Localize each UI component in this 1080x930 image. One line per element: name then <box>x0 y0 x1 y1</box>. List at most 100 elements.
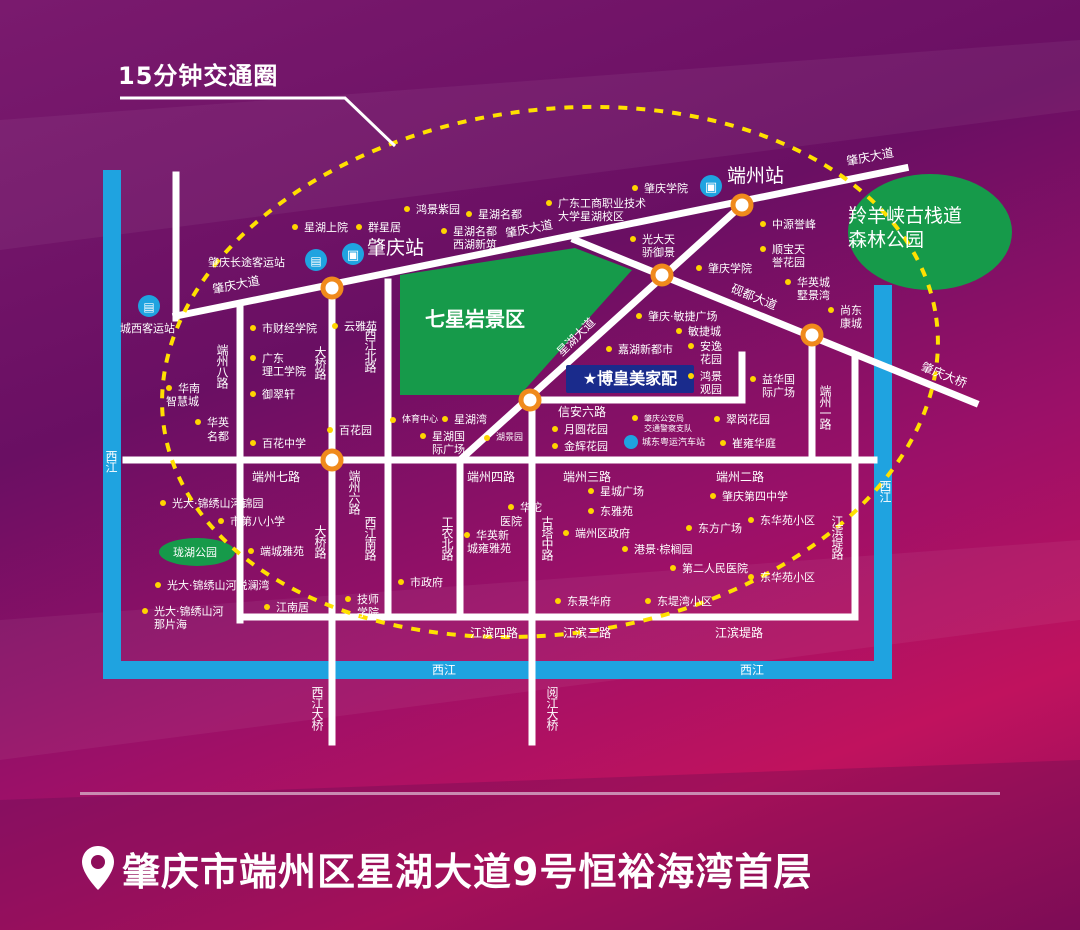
svg-text:▤: ▤ <box>310 254 321 268</box>
bus-icon-changtu <box>305 249 327 271</box>
poi: 华南 <box>166 382 200 395</box>
poi: 医院 <box>500 515 522 528</box>
poi: 誉花园 <box>772 256 805 269</box>
poi: 群星居 <box>356 221 401 234</box>
poi: 端州区政府 <box>563 527 630 540</box>
address-text: 肇庆市端州区星湖大道9号恒裕海湾首层 <box>122 849 813 894</box>
poi: 湖景园 <box>484 432 523 445</box>
poi: 鸿景紫园 <box>404 203 460 216</box>
poi: 名都 <box>207 430 229 443</box>
station-changtu: 肇庆长途客运站 <box>208 256 285 269</box>
road-label-xijiang-nan: 西江南路 <box>363 516 377 560</box>
road-label-gongnong: 工农北路 <box>440 516 454 560</box>
poi: 东雅苑 <box>588 505 633 518</box>
poi: 云雅苑 <box>332 320 377 333</box>
station-duanzhou: 端州站 <box>727 165 785 187</box>
poi: 华佗 <box>508 501 542 514</box>
area-yangyangxia-2: 森林公园 <box>848 229 925 251</box>
poi: 金辉花园 <box>552 440 608 453</box>
location-pin-icon <box>82 846 114 890</box>
road-label-xijiang-bei: 西江北路 <box>363 328 377 372</box>
road-label-yuejiang: 阅江大桥 <box>545 686 559 730</box>
poi: 市第八小学 <box>218 515 285 528</box>
poi: 市政府 <box>398 576 443 589</box>
map-title: 15分钟交通圈 <box>118 62 279 90</box>
poi: 敏捷城 <box>676 325 721 338</box>
poi: 御翠轩 <box>250 388 295 401</box>
poi: 东华苑小区 <box>748 571 815 584</box>
poi: 港景·棕榈园 <box>622 543 693 556</box>
poi: 理工学院 <box>262 365 306 378</box>
poi: 第二人民医院 <box>670 562 748 575</box>
station-chengdong: 城东粤运汽车站 <box>642 438 706 448</box>
poi: 华英新 <box>464 529 509 542</box>
interchange-3 <box>650 263 674 287</box>
poi: 嘉湖新都市 <box>606 343 673 356</box>
poi: 星湖名都 <box>466 208 522 221</box>
poi: 翠岗花园 <box>714 413 770 426</box>
poi: 益华国 <box>750 373 795 386</box>
river-label-right: 西江 <box>878 480 892 502</box>
poi: 百花中学 <box>250 437 306 450</box>
bus-icon-chengdong <box>624 435 638 449</box>
qixingyan-park <box>400 248 632 395</box>
road-label-erlu: 端州二路 <box>716 470 765 484</box>
poi: 华英城 <box>785 276 830 289</box>
poi: 肇庆第四中学 <box>710 490 788 503</box>
interchange-6 <box>320 448 344 472</box>
poi: 技师 <box>345 593 379 606</box>
poi: 市财经学院 <box>250 322 317 335</box>
poi: 花园 <box>700 353 722 366</box>
poi: 光大天 <box>630 233 675 246</box>
svg-text:▤: ▤ <box>143 300 154 314</box>
poi: 星城广场 <box>588 485 644 498</box>
poi: 星湖上院 <box>292 221 348 234</box>
road-xinghu-dadao <box>455 200 747 465</box>
poi: 大学星湖校区 <box>558 210 624 223</box>
poi: 端城雅苑 <box>248 545 304 558</box>
poi: 鸿景 <box>688 370 722 383</box>
poi: 交通警察支队 <box>644 424 692 433</box>
interchange-4 <box>800 323 824 347</box>
interchange-5 <box>518 388 542 412</box>
poi: 骄御景 <box>642 246 675 259</box>
road-label-silu: 端州四路 <box>467 470 516 484</box>
road-label-jiangbin-ti: 江滨堤路 <box>830 515 844 559</box>
poi: 东景华府 <box>555 595 611 608</box>
poi: 体育中心 <box>390 414 438 427</box>
road-network <box>122 163 980 746</box>
poi: 广东 <box>250 352 284 365</box>
poi: 尚东 <box>828 304 862 317</box>
road-label-sanlu: 端州三路 <box>563 470 612 484</box>
road-label-balu: 端州八路 <box>215 344 229 388</box>
longhu-park <box>159 538 235 566</box>
area-longhu: 珑湖公园 <box>173 546 217 559</box>
bus-icon-chengxi <box>138 295 160 317</box>
poi: 华英 <box>195 416 229 429</box>
road-label-jiangbin-si: 江滨四路 <box>470 626 519 640</box>
road-label-xinan: 信安六路 <box>558 405 607 419</box>
address-row: 肇庆市端州区星湖大道9号恒裕海湾首层 <box>80 838 812 898</box>
store-marker[interactable]: ★博皇美家配 <box>566 365 694 393</box>
poi: 光大·锦绣山河锦园 <box>160 497 264 510</box>
interchanges <box>320 193 824 472</box>
poi: 际广场 <box>432 443 465 456</box>
poi: 光大·锦绣山河 <box>142 605 224 618</box>
poi: 那片海 <box>154 618 187 631</box>
road-label-jiangbin-di: 江滨堤路 <box>715 626 764 640</box>
poi: 月圆花园 <box>552 423 608 436</box>
poi: 东华苑小区 <box>748 514 815 527</box>
xijiang-river <box>103 170 892 679</box>
river-label-left: 西江 <box>104 450 118 472</box>
poi: 际广场 <box>762 386 795 399</box>
poi: 城雍雅苑 <box>467 542 511 555</box>
river-label-bottom-1: 西江 <box>432 663 457 677</box>
poi: 广东工商职业技术 <box>546 197 646 210</box>
poi: 星湖国 <box>420 430 465 443</box>
river-label-bottom-2: 西江 <box>740 663 765 677</box>
road-label-yilu: 端州一路 <box>818 385 832 429</box>
svg-text:▣: ▣ <box>705 180 717 195</box>
poi: 观园 <box>700 383 722 396</box>
svg-text:▣: ▣ <box>347 248 359 263</box>
poi: 东堤湾小区 <box>645 595 712 608</box>
